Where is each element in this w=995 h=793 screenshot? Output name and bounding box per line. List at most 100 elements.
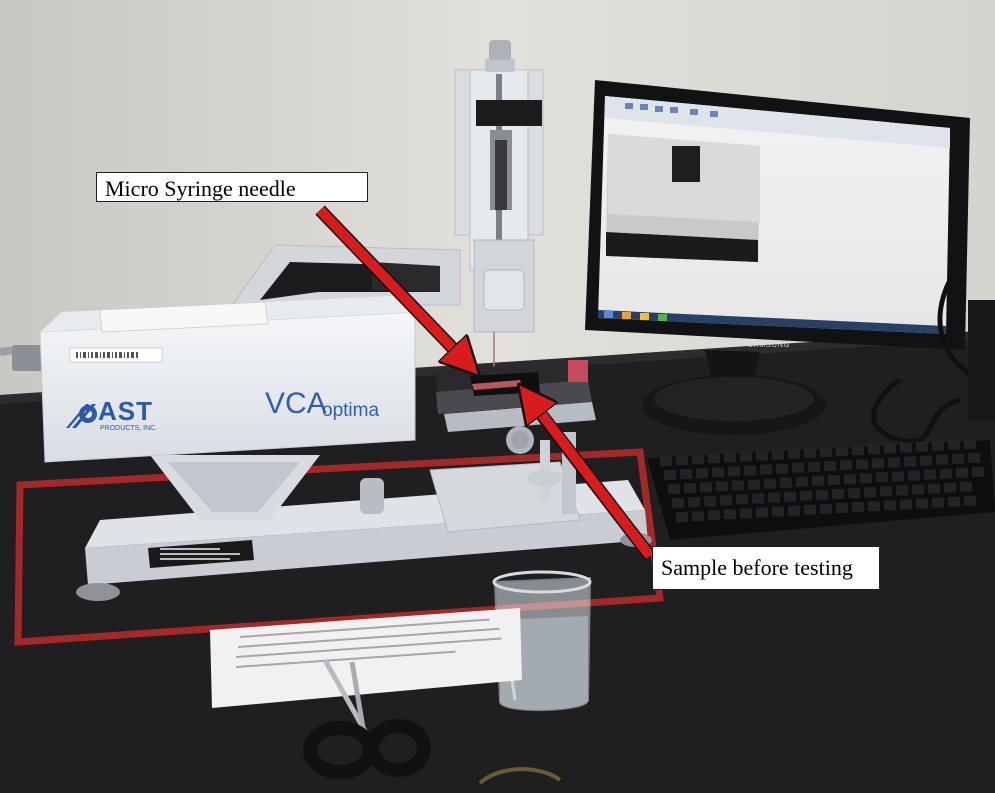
keyboard-key [672,498,684,508]
keyboard-key [852,502,864,513]
keyboard-key [916,498,928,509]
keyboard-key [696,468,708,479]
keyboard-key [936,454,948,465]
brand-subtitle: PRODUCTS, INC. [100,425,157,432]
keyboard-key [908,470,920,481]
keyboard-key [796,476,808,487]
keyboard-key [760,464,772,475]
keyboard-key [836,503,848,513]
keyboard-key [780,477,792,488]
keyboard-key [944,482,956,493]
keyboard [647,438,995,540]
keyboard-key [900,499,912,510]
needle-annotation-label: Micro Syringe needle [96,172,368,202]
keyboard-key [912,484,924,495]
keyboard-key [740,508,752,519]
keyboard-key [676,512,688,522]
keyboard-key [744,465,756,476]
keyboard-key [868,501,880,512]
scissors [303,658,431,779]
keyboard-key [724,509,736,520]
keyboard-key [972,466,984,477]
keyboard-key [884,443,896,454]
keyboard-key [844,474,856,485]
keyboard-key [932,440,944,451]
keyboard-key [688,497,700,508]
monitor-brand: SAMSUNG [748,342,790,349]
keyboard-key [684,483,696,494]
keyboard-key [928,483,940,494]
keyboard-key [812,475,824,486]
keyboard-key [764,478,776,489]
keyboard-key [876,472,888,483]
keyboard-key [708,453,720,464]
keyboard-key [940,468,952,479]
warning-paper [210,608,522,708]
keyboard-key [904,456,916,467]
keyboard-key [896,485,908,496]
keyboard-key [704,496,716,507]
keyboard-key [828,475,840,485]
keyboard-key [660,456,672,466]
keyboard-key [880,486,892,497]
keyboard-key [884,500,896,511]
keyboard-key [868,444,880,455]
keyboard-key [960,481,972,492]
bench-tape-outline [14,448,664,646]
ast-logo-icon [66,404,97,428]
sample-annotation-label: Sample before testing [652,546,880,590]
connector-left [12,345,46,371]
keyboard-key [664,470,676,480]
keyboard-key [932,497,944,508]
keyboard-key [860,473,872,484]
pc-tower [968,300,995,420]
keyboard-key [952,453,964,464]
keyboard-key [756,507,768,518]
keyboard-key [708,510,720,521]
keyboard-key [732,480,744,491]
monitor-cables [871,377,961,445]
keyboard-key [800,490,812,501]
keyboard-key [832,489,844,499]
keyboard-key [948,496,960,507]
keyboard-key [816,489,828,500]
model-name: VCA [265,387,327,420]
keyboard-key [852,445,864,456]
keyboard-key [728,466,740,477]
keyboard-key [824,461,836,471]
keyboard-key [840,460,852,471]
keyboard-key [888,457,900,468]
keyboard-key [720,495,732,506]
keyboard-key [788,448,800,459]
keyboard-key [736,494,748,505]
keyboard-key [692,511,704,522]
keyboard-key [768,492,780,503]
keyboard-key [804,447,816,458]
glasses [478,767,562,785]
keyboard-key [680,469,692,480]
keyboard-key [792,462,804,473]
keyboard-key [756,450,768,461]
keyboard-key [864,487,876,498]
instrument-body: AST PRODUCTS, INC. VCA optima [39,295,416,463]
keyboard-key [968,452,980,463]
keyboard-key [900,442,912,453]
keyboard-key [724,452,736,463]
keyboard-key [956,467,968,478]
keyboard-key [788,505,800,516]
keyboard-key [856,459,868,470]
keyboard-key [920,455,932,466]
keyboard-key [668,484,680,494]
keyboard-key [872,458,884,469]
keyboard-key [692,454,704,465]
keyboard-key [836,446,848,457]
keyboard-key [700,482,712,493]
syringe-tower [454,40,544,372]
keyboard-key [804,504,816,515]
keyboard-key [820,503,832,514]
monitor: SAMSUNG [585,80,970,435]
keyboard-key [916,441,928,452]
keyboard-key [716,481,728,492]
